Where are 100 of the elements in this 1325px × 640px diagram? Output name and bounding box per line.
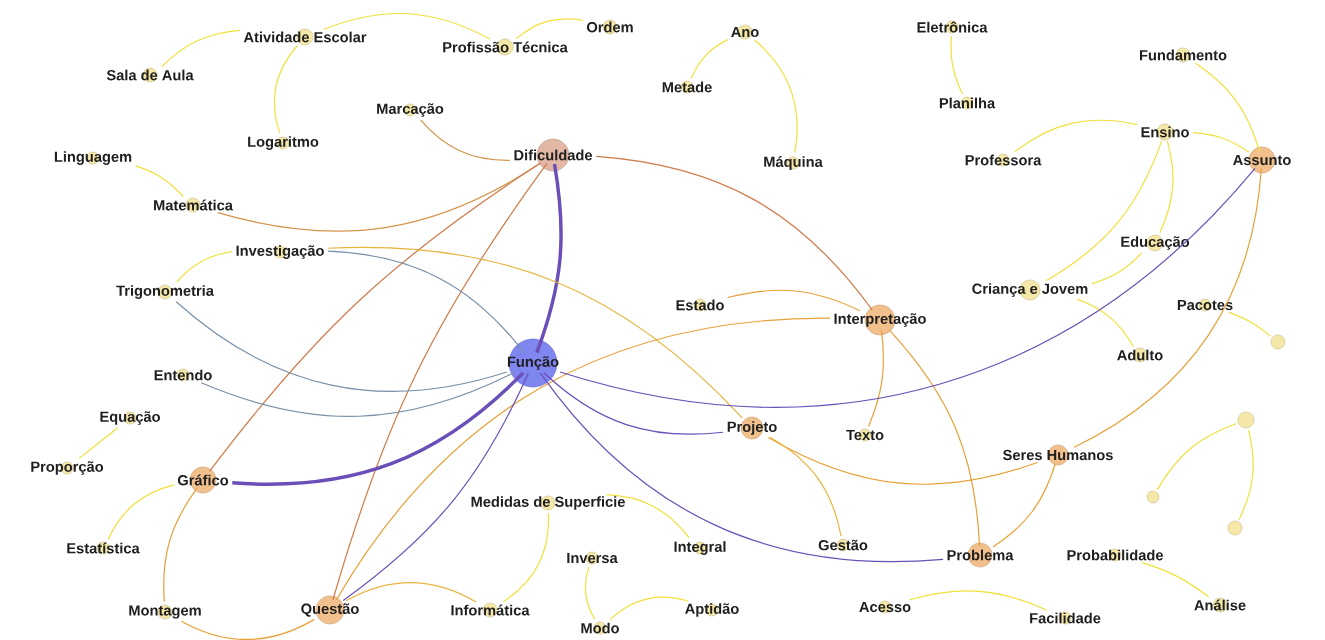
node-label: Ano — [731, 24, 759, 40]
edge-line — [163, 488, 198, 603]
edge-line — [342, 372, 529, 602]
edge-line — [1156, 422, 1237, 491]
node-label: Gestão — [818, 538, 868, 552]
edge-line — [332, 163, 548, 601]
node-label: Atividade Escolar — [243, 28, 367, 46]
node-label: Gráfico — [177, 466, 229, 494]
node-label: Professora — [965, 153, 1042, 167]
edge-line — [1076, 298, 1134, 347]
node-label: Máquina — [764, 156, 823, 170]
node-label: Análise — [1194, 597, 1246, 613]
edge-line — [727, 289, 861, 312]
edge-line — [535, 163, 563, 354]
edge-line — [1192, 132, 1250, 153]
node-label: Inversa — [567, 551, 618, 565]
edge-line — [1159, 140, 1174, 234]
edge-line — [232, 371, 525, 486]
edge-line — [273, 44, 299, 134]
node-label: Integral — [674, 541, 726, 555]
node-label: Estatística — [67, 541, 140, 555]
edge-line — [323, 12, 491, 40]
edge-line — [1091, 252, 1143, 285]
node-label: Montagem — [129, 604, 201, 620]
edge-line — [1238, 429, 1254, 521]
node-label: Probabilidade — [1067, 548, 1163, 562]
edge-line — [992, 463, 1056, 548]
edge-line — [1141, 562, 1210, 598]
node-label: Problema — [947, 542, 1014, 568]
node-label: Adulto — [1117, 347, 1163, 363]
node-label: Informática — [451, 602, 530, 618]
node-label: Fundamento — [1140, 47, 1227, 63]
edge-line — [200, 371, 516, 417]
node-label: Projeto — [727, 416, 777, 440]
edge-line — [327, 246, 743, 419]
node-label: Medidas de Superficie — [471, 495, 625, 511]
node-label: Ordem — [587, 19, 633, 35]
node-label: Texto — [846, 428, 884, 442]
node-label: Questão — [301, 595, 359, 625]
node-label: Acesso — [859, 600, 911, 614]
edge-line — [690, 39, 729, 79]
edge-line — [584, 566, 596, 620]
node-label: Ensino — [1141, 123, 1189, 141]
edge-line — [559, 167, 1256, 408]
edge-line — [515, 18, 584, 40]
edge-line — [419, 119, 511, 162]
edge-line — [753, 39, 798, 154]
edge-line — [135, 165, 184, 198]
node-circle — [1237, 411, 1255, 429]
node-label: Estado — [676, 298, 724, 312]
node-label: Modo — [581, 621, 619, 635]
edge-line — [539, 372, 944, 563]
node-label: Proporção — [31, 461, 104, 475]
edge-line — [161, 29, 241, 68]
node-label: Profissão Técnica — [443, 38, 568, 56]
node-label: Marcação — [377, 103, 444, 117]
edge-line — [605, 494, 690, 539]
node-label: Logaritmo — [248, 136, 319, 150]
edge-line — [208, 162, 542, 472]
node-label: Assunto — [1233, 146, 1291, 174]
node-label: Investigação — [236, 245, 324, 259]
node-label: Facilidade — [1030, 611, 1101, 625]
edge-line — [1228, 311, 1272, 337]
edge-line — [543, 372, 724, 435]
edge-line — [909, 590, 1048, 611]
node-label: Metade — [662, 80, 712, 94]
edge-line — [1046, 140, 1163, 282]
edge-line — [107, 484, 175, 540]
edge-line — [1194, 62, 1260, 152]
edge-line — [327, 250, 525, 354]
node-label: Entendo — [154, 368, 212, 382]
edge-line — [335, 317, 831, 601]
edge-line — [595, 155, 873, 311]
node-label: Eletrônica — [917, 20, 988, 34]
edge-line — [502, 512, 550, 603]
edge-line — [1073, 168, 1262, 448]
node-label: Sala de Aula — [106, 67, 194, 83]
node-circle — [1270, 334, 1286, 350]
edge-line — [176, 251, 233, 283]
edge-line — [950, 35, 964, 95]
edge-line — [767, 436, 1039, 485]
edge-line — [345, 581, 477, 603]
node-label: Planilha — [939, 96, 996, 110]
edge-line — [867, 329, 885, 428]
node-label: Linguagem — [54, 151, 132, 165]
edge-line — [175, 301, 508, 392]
node-label: Seres Humanos — [1003, 444, 1113, 466]
edge-line — [609, 596, 689, 621]
edge-line — [1014, 119, 1138, 153]
node-label: Interpretação — [834, 304, 926, 336]
node-label: Matemática — [154, 197, 233, 213]
node-label: Equação — [100, 411, 160, 425]
edge-line — [180, 618, 315, 640]
node-label: Aptidão — [685, 603, 739, 617]
node-circle — [1227, 520, 1243, 536]
node-label: Trigonometria — [116, 284, 214, 300]
edge-line — [888, 329, 981, 547]
node-label: Dificuldade — [514, 138, 593, 172]
node-label: Criança e Jovem — [972, 279, 1088, 301]
edge-line — [769, 436, 842, 537]
